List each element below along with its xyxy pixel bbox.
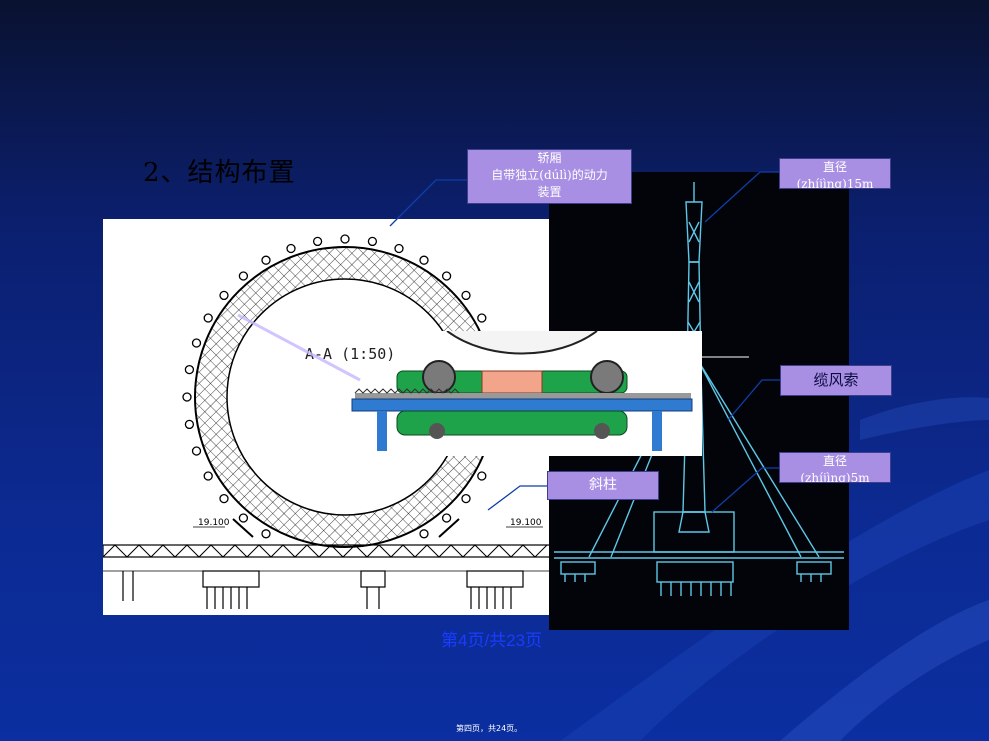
wheel-pod bbox=[182, 392, 192, 402]
callout-car: 轿厢 自带独立(dúlì)的动力 装置 bbox=[467, 149, 632, 204]
wheel-pod bbox=[191, 338, 202, 348]
wheel-pod bbox=[367, 236, 378, 247]
wheel-pod bbox=[261, 529, 271, 539]
callout-diameter-5m-line2: (zhíjìng)5m bbox=[800, 471, 870, 483]
wheel-pod bbox=[203, 471, 213, 481]
wheel-pod bbox=[419, 255, 429, 265]
wheel-pod bbox=[219, 493, 229, 504]
wheel-pod bbox=[286, 243, 296, 254]
slide-footer: 第四页，共24页。 bbox=[456, 724, 523, 733]
wheel-pod bbox=[184, 419, 195, 430]
wheel-pod bbox=[461, 290, 471, 301]
tower-drawing-svg bbox=[554, 182, 844, 596]
callout-car-line3: 装置 bbox=[537, 185, 562, 199]
callout-diameter-15m: 直径 (zhíjìng)15m bbox=[779, 158, 891, 189]
wheel-pod bbox=[261, 255, 271, 265]
elevation-left: 19.100 bbox=[198, 518, 230, 528]
callout-car-line1: 轿厢 bbox=[537, 151, 562, 165]
callout-car-line2: 自带独立(dúlì)的动力 bbox=[491, 168, 608, 182]
elevation-right: 19.100 bbox=[510, 518, 542, 528]
callout-guy-cable: 缆风索 bbox=[780, 365, 892, 396]
wheel-pod bbox=[441, 271, 452, 281]
wheel-pod bbox=[477, 471, 487, 481]
callout-inclined-column: 斜柱 bbox=[547, 471, 659, 500]
wheel-pod bbox=[312, 236, 323, 247]
wheel-pod bbox=[441, 513, 452, 523]
wheel-pod bbox=[461, 493, 471, 504]
wheel-pod bbox=[219, 290, 229, 301]
wheel-pod bbox=[394, 243, 404, 254]
wheel-pod bbox=[184, 364, 195, 375]
wheel-pod bbox=[191, 446, 202, 456]
wheel-pod bbox=[477, 313, 487, 323]
wheel-pod bbox=[203, 313, 213, 323]
detail-label: A-A (1:50) bbox=[305, 345, 395, 363]
wheel-pod bbox=[340, 234, 350, 244]
wheel-pod bbox=[419, 529, 429, 539]
slide-title: 2、结构布置 bbox=[143, 158, 296, 188]
wheel-pod bbox=[238, 513, 249, 523]
callout-diameter-15m-line2: (zhíjìng)15m bbox=[796, 177, 874, 189]
page-reference: 第4页/共23页 bbox=[441, 631, 543, 650]
detail-drawing-svg: A-A (1:50) bbox=[305, 330, 693, 451]
callout-diameter-5m: 直径 (zhíjìng)5m bbox=[779, 452, 891, 483]
car-detail-drawing: A-A (1:50) bbox=[297, 330, 702, 456]
callout-diameter-5m-line1: 直径 bbox=[822, 454, 847, 468]
wheel-pod bbox=[238, 271, 249, 281]
callout-diameter-15m-line1: 直径 bbox=[822, 160, 847, 174]
